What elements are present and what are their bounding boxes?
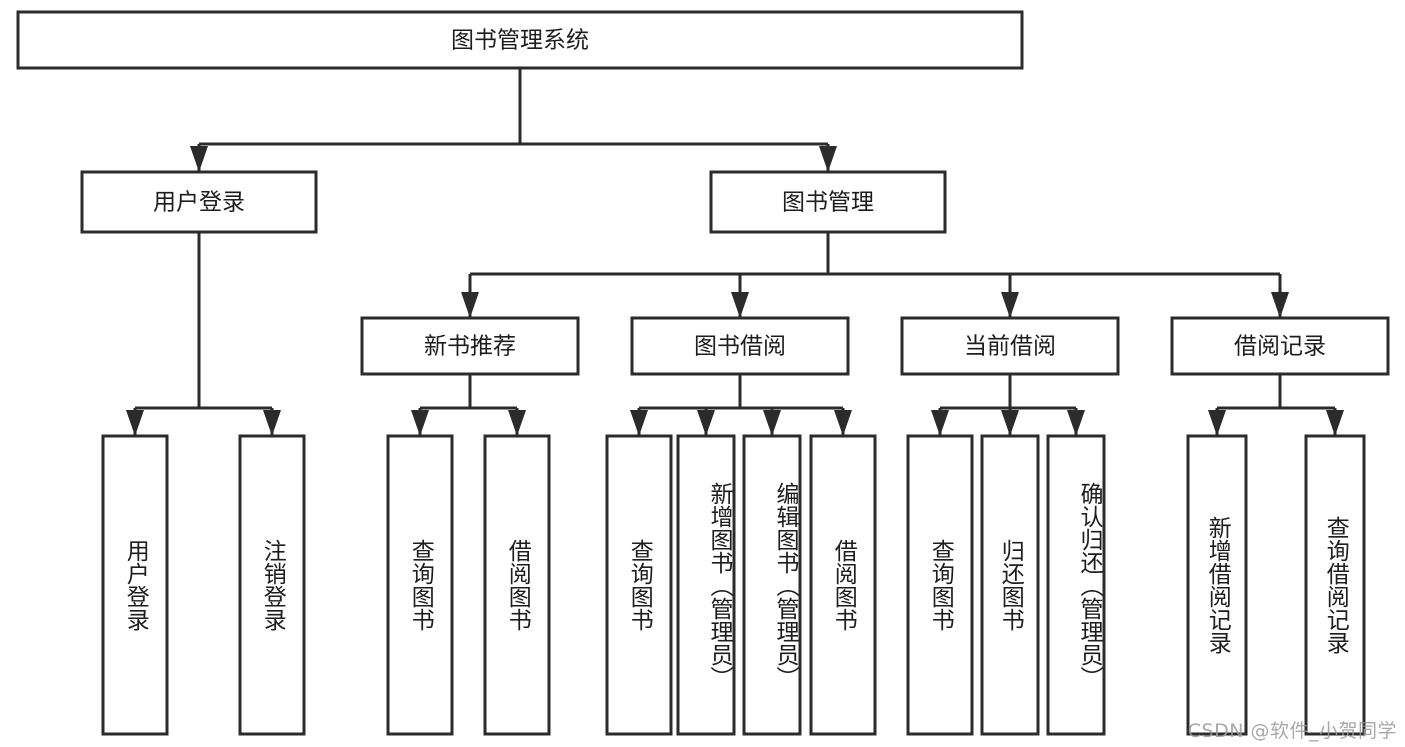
arrow-head-icon — [1271, 292, 1289, 318]
node-box-leaf-user-login[interactable] — [101, 434, 169, 736]
arrow-head-icon — [931, 410, 949, 436]
node-box-leaf-query-book-3[interactable] — [906, 434, 974, 736]
arrow-head-icon — [731, 292, 749, 318]
node-box-root[interactable] — [16, 10, 1024, 70]
node-label-book-borrow: 图书借阅 — [694, 334, 786, 360]
arrow-head-icon — [1001, 292, 1019, 318]
node-box-leaf-borrow-book-2[interactable] — [809, 434, 877, 736]
node-box-leaf-edit-book[interactable] — [742, 434, 802, 736]
node-box-leaf-query-book-2[interactable] — [605, 434, 673, 736]
node-box-current-borrow[interactable] — [900, 316, 1120, 376]
arrow-head-icon — [1067, 410, 1085, 436]
node-label-book-management: 图书管理 — [782, 190, 874, 216]
arrow-head-icon — [190, 146, 208, 172]
node-box-borrow-record[interactable] — [1170, 316, 1390, 376]
arrow-head-icon — [1208, 410, 1226, 436]
arrow-head-icon — [461, 292, 479, 318]
node-box-leaf-add-book[interactable] — [676, 434, 736, 736]
watermark-text: CSDN @软件_小贺同学 — [1187, 720, 1397, 742]
arrow-head-icon — [1326, 410, 1344, 436]
node-label-user-login: 用户登录 — [153, 190, 245, 216]
arrow-head-icon — [819, 146, 837, 172]
arrow-head-icon — [263, 410, 281, 436]
arrow-head-icon — [1001, 410, 1019, 436]
node-box-leaf-borrow-book-1[interactable] — [483, 434, 551, 736]
arrow-head-icon — [834, 410, 852, 436]
connector-layer — [126, 68, 1344, 436]
node-box-leaf-logout[interactable] — [238, 434, 306, 736]
node-label-borrow-record: 借阅记录 — [1234, 334, 1326, 360]
node-label-current-borrow: 当前借阅 — [964, 334, 1056, 360]
node-label-root: 图书管理系统 — [451, 28, 589, 54]
node-box-user-login[interactable] — [80, 170, 318, 234]
node-box-leaf-confirm-return[interactable] — [1046, 434, 1106, 736]
node-box-leaf-query-book-1[interactable] — [386, 434, 454, 736]
arrow-head-icon — [697, 410, 715, 436]
arrow-head-icon — [411, 410, 429, 436]
arrow-head-icon — [126, 410, 144, 436]
arrow-head-icon — [630, 410, 648, 436]
node-box-book-management[interactable] — [709, 170, 947, 234]
node-box-leaf-query-record[interactable] — [1304, 434, 1366, 736]
arrow-head-icon — [508, 410, 526, 436]
node-label-new-book-recommend: 新书推荐 — [424, 334, 516, 360]
node-box-new-book-recommend[interactable] — [360, 316, 580, 376]
node-box-leaf-add-record[interactable] — [1186, 434, 1248, 736]
node-box-book-borrow[interactable] — [630, 316, 850, 376]
arrow-head-icon — [763, 410, 781, 436]
node-box-leaf-return-book[interactable] — [980, 434, 1040, 736]
node-box-layer — [16, 10, 1390, 736]
